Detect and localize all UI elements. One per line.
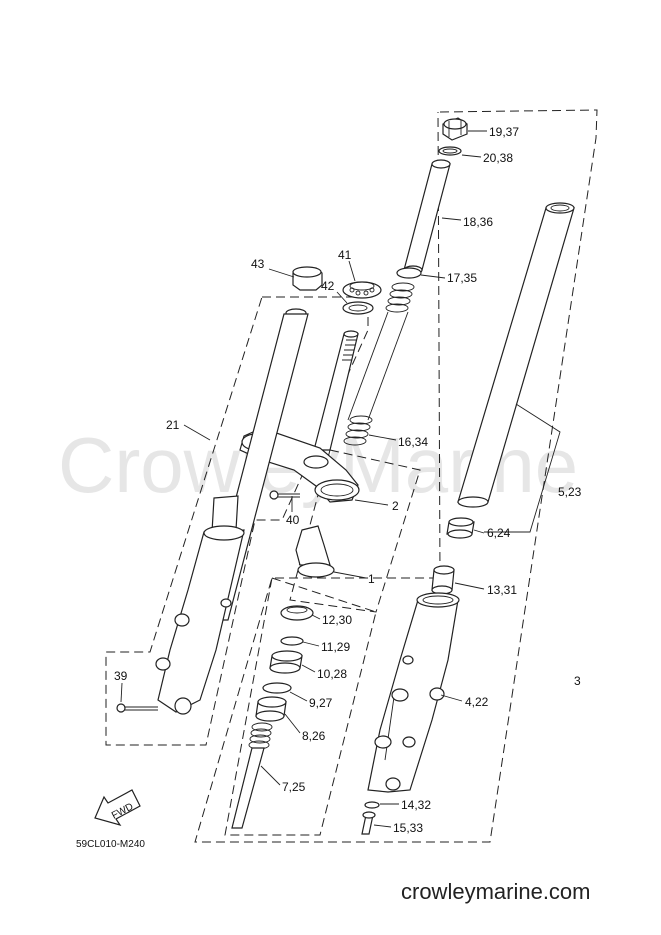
- callout-10-28: 10,28: [317, 667, 347, 681]
- outer-tube: [367, 592, 460, 793]
- fwd-arrow-icon: FWD: [94, 789, 141, 827]
- callout-12-30: 12,30: [322, 613, 352, 627]
- leader-lines: [120, 130, 561, 828]
- oil-seal-washer: [262, 682, 292, 694]
- callout-20-38: 20,38: [483, 151, 513, 165]
- spring-washer: [396, 267, 422, 279]
- callout-43: 43: [251, 257, 265, 271]
- circlip: [280, 636, 304, 646]
- fork-spring: [343, 282, 415, 446]
- pinch-bolt: [269, 490, 300, 500]
- o-ring-top: [438, 146, 462, 156]
- group-outline-7: [224, 577, 377, 836]
- callout-14-32: 14,32: [401, 798, 431, 812]
- inner-tube: [457, 202, 575, 508]
- callout-41: 41: [338, 248, 352, 262]
- callout-42: 42: [321, 279, 335, 293]
- callout-9-27: 9,27: [309, 696, 333, 710]
- bearing-race: [342, 301, 374, 315]
- group-outline-3: [194, 109, 598, 843]
- steering-nut: [292, 266, 323, 291]
- callout-1: 1: [368, 572, 375, 586]
- steering-bearing: [342, 281, 382, 299]
- callout-7-25: 7,25: [282, 780, 306, 794]
- outer-bushing: [255, 696, 287, 722]
- drain-gasket: [364, 801, 380, 809]
- callout-8-26: 8,26: [302, 729, 326, 743]
- fork-guard: [295, 525, 335, 578]
- callout-5-23: 5,23: [558, 485, 582, 499]
- slide-bushing: [446, 517, 475, 539]
- group-outline-21: [105, 296, 369, 746]
- callout-16-34: 16,34: [398, 435, 428, 449]
- damper-rod: [231, 722, 273, 829]
- callout-3: 3: [574, 674, 581, 688]
- spacer-tube: [403, 159, 451, 275]
- damper-rod-bolt: [361, 811, 376, 835]
- callout-17-35: 17,35: [447, 271, 477, 285]
- cap-bolt: [442, 117, 468, 141]
- callout-40: 40: [286, 513, 300, 527]
- callout-11-29: 11,29: [321, 640, 350, 654]
- callout-6-24: 6,24: [487, 526, 511, 540]
- left-fork-assembly: [155, 308, 309, 715]
- callout-18-36: 18,36: [463, 215, 493, 229]
- diagram-code: 59CL010-M240: [76, 839, 145, 850]
- callout-4-22: 4,22: [465, 695, 489, 709]
- callout-15-33: 15,33: [393, 821, 423, 835]
- callout-13-31: 13,31: [487, 583, 517, 597]
- callout-21: 21: [166, 418, 180, 432]
- oil-seal: [269, 650, 303, 674]
- oil-lock-piece: [431, 565, 455, 595]
- website-url: crowleymarine.com: [401, 879, 591, 904]
- callout-19-37: 19,37: [489, 125, 519, 139]
- callout-2: 2: [392, 499, 399, 513]
- dust-seal: [280, 605, 314, 621]
- left-fork-bolt: [116, 703, 158, 713]
- callout-39: 39: [114, 669, 128, 683]
